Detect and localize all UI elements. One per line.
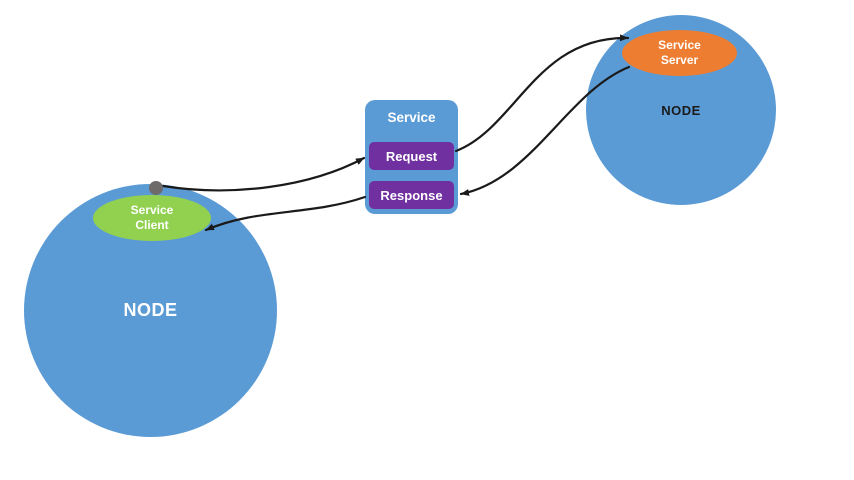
service-client-label-line2: Client — [135, 218, 169, 232]
arrow-client-to-request — [161, 156, 366, 192]
left-node-label: NODE — [123, 300, 178, 320]
service-client-label-line1: Service — [130, 203, 174, 217]
service-server-ellipse: Service Server — [622, 30, 737, 76]
right-node-label: NODE — [661, 102, 701, 118]
request-box: Request — [369, 142, 454, 170]
service-server-label-line1: Service — [658, 38, 701, 52]
response-box: Response — [369, 181, 454, 209]
connection-dot-icon — [149, 181, 163, 195]
service-server-label-line2: Server — [660, 53, 699, 67]
service-box: Service Request Response — [365, 100, 458, 214]
service-box-title: Service — [387, 110, 436, 125]
service-client-ellipse: Service Client — [93, 195, 211, 241]
